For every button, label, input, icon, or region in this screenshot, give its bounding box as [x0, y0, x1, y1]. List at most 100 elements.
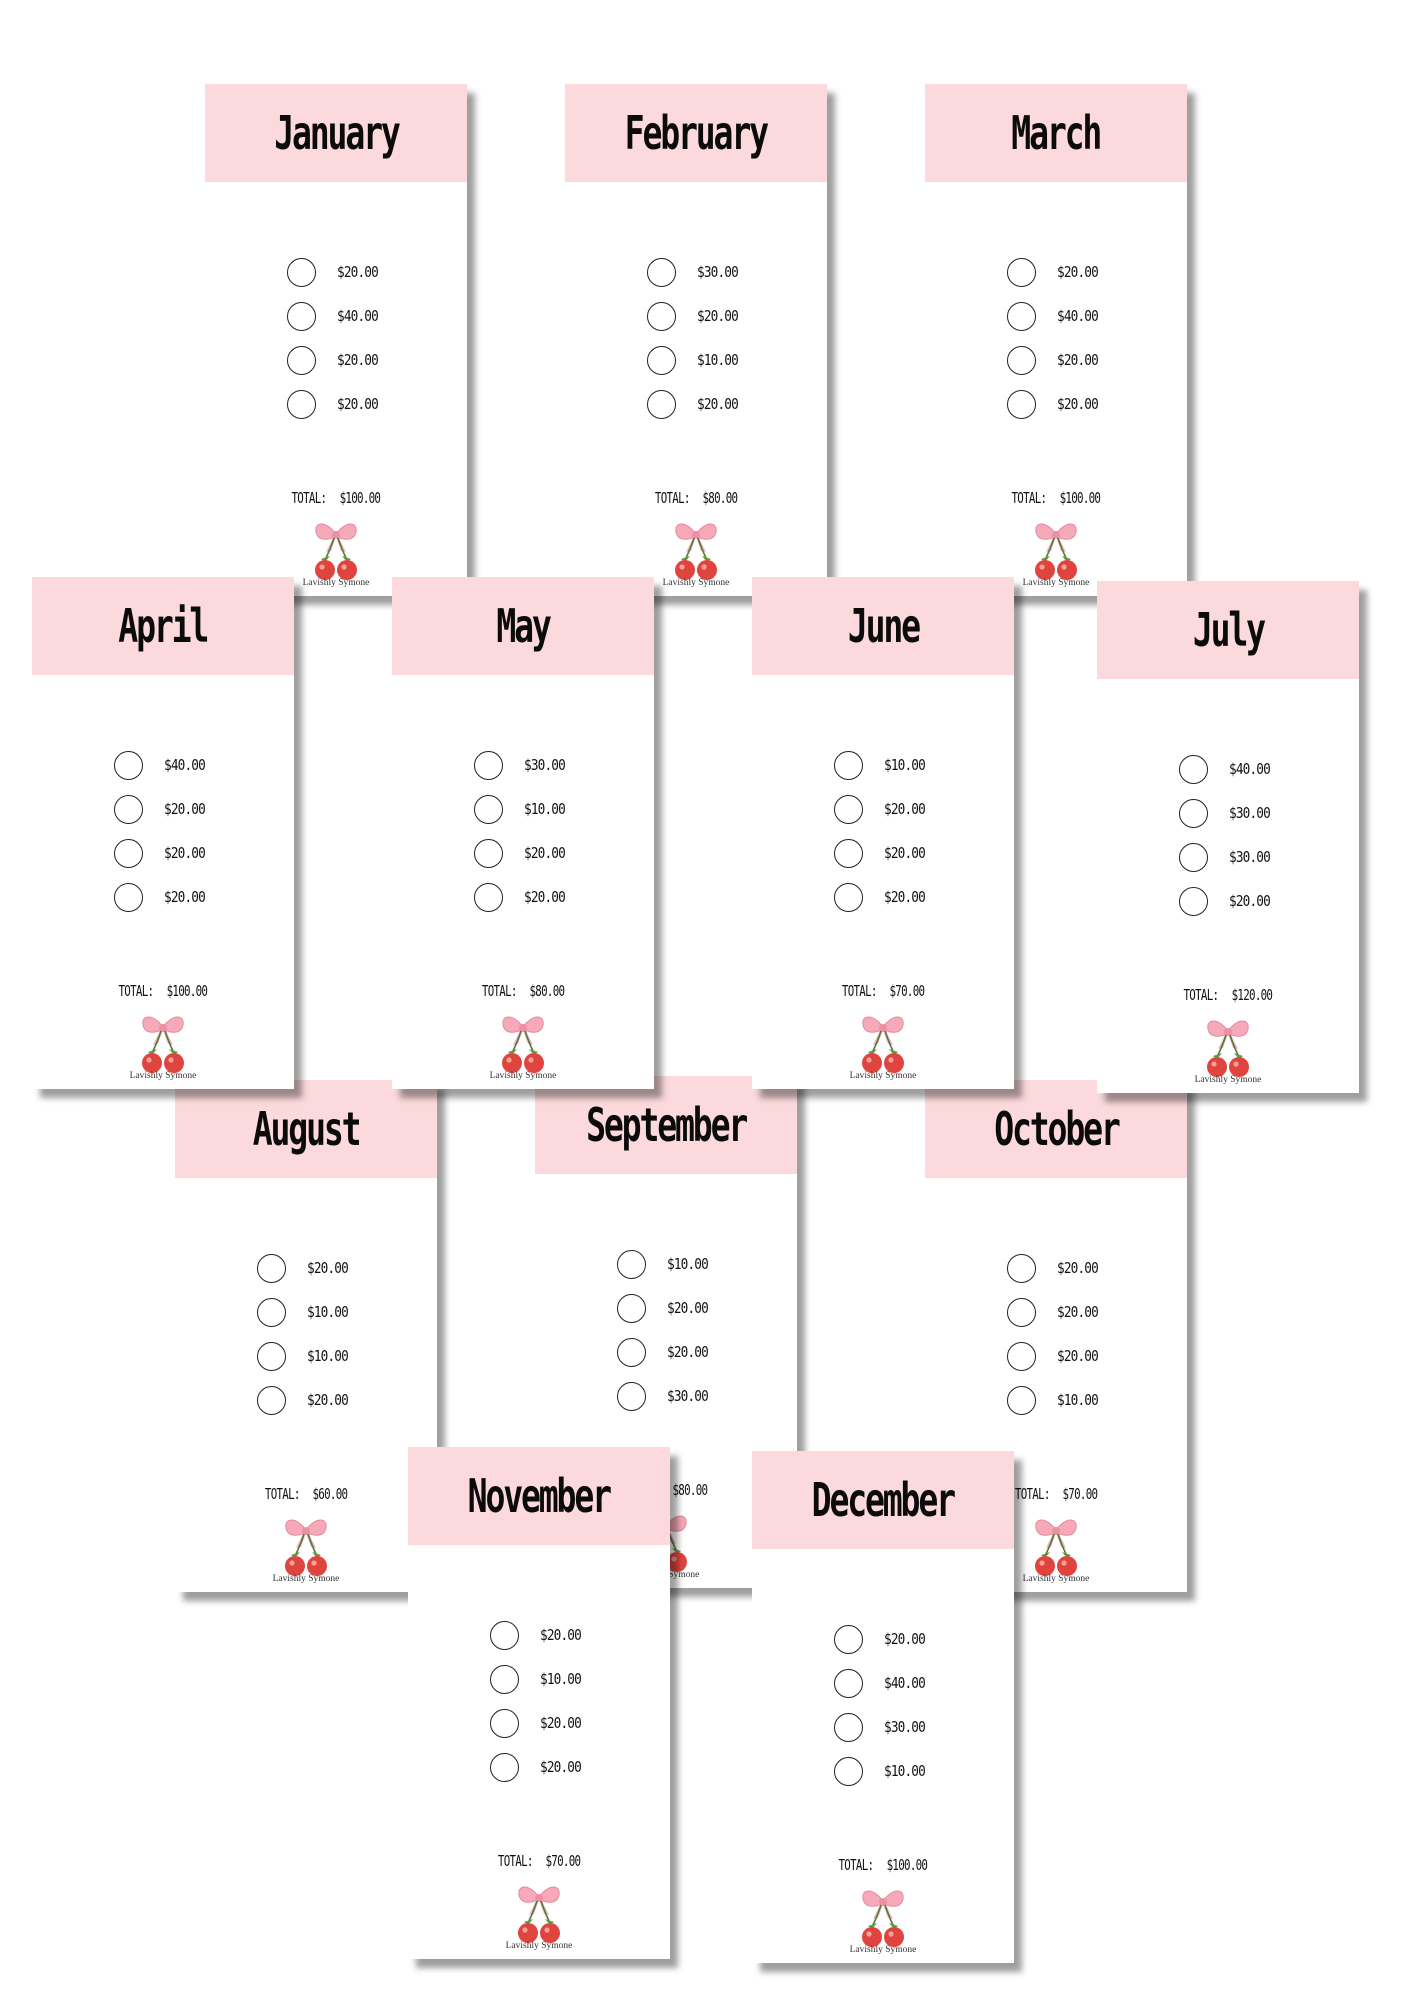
- bow-cherries-icon-wrap: [1030, 1512, 1082, 1578]
- checkbox-circle[interactable]: [834, 1712, 863, 1742]
- checkbox-circle[interactable]: [647, 389, 676, 419]
- total-line: TOTAL: $80.00: [392, 982, 654, 1000]
- amount-label: $20.00: [1057, 1259, 1099, 1277]
- checkbox-circle[interactable]: [1007, 301, 1036, 331]
- checkbox-circle[interactable]: [490, 1664, 519, 1694]
- checkbox-circle[interactable]: [114, 750, 143, 780]
- checkbox-circle[interactable]: [647, 257, 676, 287]
- checkbox-circle[interactable]: [287, 301, 316, 331]
- checkbox-circle[interactable]: [834, 1756, 863, 1786]
- checkbox-circle[interactable]: [1179, 886, 1208, 916]
- checkbox-circle[interactable]: [1007, 345, 1036, 375]
- bow-cherries-icon: [862, 1890, 904, 1947]
- checkbox-circle[interactable]: [474, 882, 503, 912]
- checkbox-circle[interactable]: [1007, 389, 1036, 419]
- savings-checklist: $40.00$30.00$30.00$20.00: [1179, 747, 1329, 923]
- savings-row: $20.00: [834, 875, 984, 919]
- savings-row: $20.00: [617, 1330, 767, 1374]
- checkbox-circle[interactable]: [617, 1293, 646, 1323]
- checkbox-circle[interactable]: [1007, 1297, 1036, 1327]
- checkbox-circle[interactable]: [114, 838, 143, 868]
- checkbox-circle[interactable]: [490, 1752, 519, 1782]
- savings-row: $10.00: [257, 1290, 407, 1334]
- amount-label: $20.00: [884, 844, 926, 862]
- amount-label: $40.00: [1229, 760, 1271, 778]
- checkbox-circle[interactable]: [647, 301, 676, 331]
- checkbox-circle[interactable]: [474, 794, 503, 824]
- checkbox-circle[interactable]: [834, 750, 863, 780]
- checkbox-circle[interactable]: [834, 1624, 863, 1654]
- amount-label: $30.00: [524, 756, 566, 774]
- total-line: TOTAL: $70.00: [408, 1852, 670, 1870]
- savings-row: $10.00: [834, 743, 984, 787]
- amount-label: $40.00: [1057, 307, 1099, 325]
- checkbox-circle[interactable]: [1007, 1253, 1036, 1283]
- total-value: $100.00: [886, 1856, 928, 1874]
- month-title: December: [811, 1473, 956, 1527]
- checkbox-circle[interactable]: [287, 257, 316, 287]
- amount-label: $20.00: [884, 888, 926, 906]
- amount-label: $10.00: [540, 1670, 582, 1688]
- checkbox-circle[interactable]: [1179, 842, 1208, 872]
- amount-label: $20.00: [307, 1259, 349, 1277]
- checkbox-circle[interactable]: [834, 794, 863, 824]
- checkbox-circle[interactable]: [1007, 257, 1036, 287]
- total-line: TOTAL: $100.00: [32, 982, 294, 1000]
- savings-checklist: $20.00$40.00$30.00$10.00: [834, 1617, 984, 1793]
- month-title: July: [1192, 603, 1265, 657]
- checkbox-circle[interactable]: [257, 1385, 286, 1415]
- checkbox-circle[interactable]: [617, 1381, 646, 1411]
- checkbox-circle[interactable]: [287, 389, 316, 419]
- bow-cherries-icon-wrap: [1202, 1013, 1254, 1079]
- bow-cherries-icon-wrap: [857, 1883, 909, 1949]
- checkbox-circle[interactable]: [490, 1620, 519, 1650]
- savings-checklist: $30.00$10.00$20.00$20.00: [474, 743, 624, 919]
- checkbox-circle[interactable]: [474, 750, 503, 780]
- checkbox-circle[interactable]: [1007, 1341, 1036, 1371]
- brand-label: Lavishly Symone: [662, 578, 730, 588]
- total-label: TOTAL:: [264, 1485, 301, 1503]
- amount-label: $10.00: [524, 800, 566, 818]
- checkbox-circle[interactable]: [287, 345, 316, 375]
- brand-label: Lavishly Symone: [849, 1071, 917, 1081]
- savings-row: $20.00: [647, 294, 797, 338]
- amount-label: $20.00: [164, 844, 206, 862]
- savings-row: $20.00: [474, 875, 624, 919]
- total-value: $100.00: [1059, 489, 1101, 507]
- checkbox-circle[interactable]: [474, 838, 503, 868]
- checkbox-circle[interactable]: [257, 1341, 286, 1371]
- amount-label: $10.00: [884, 756, 926, 774]
- checkbox-circle[interactable]: [834, 1668, 863, 1698]
- checkbox-circle[interactable]: [114, 882, 143, 912]
- checkbox-circle[interactable]: [1179, 754, 1208, 784]
- total-label: TOTAL:: [1014, 1485, 1051, 1503]
- checkbox-circle[interactable]: [647, 345, 676, 375]
- checkbox-circle[interactable]: [114, 794, 143, 824]
- bow-cherries-icon-wrap: [137, 1009, 189, 1075]
- amount-label: $20.00: [540, 1714, 582, 1732]
- amount-label: $10.00: [667, 1255, 709, 1273]
- checkbox-circle[interactable]: [1007, 1385, 1036, 1415]
- checkbox-circle[interactable]: [834, 882, 863, 912]
- checkbox-circle[interactable]: [834, 838, 863, 868]
- checkbox-circle[interactable]: [1179, 798, 1208, 828]
- checkbox-circle[interactable]: [257, 1253, 286, 1283]
- month-header: July: [1097, 581, 1359, 679]
- checkbox-circle[interactable]: [617, 1249, 646, 1279]
- checkbox-circle[interactable]: [617, 1337, 646, 1367]
- bow-cherries-icon: [315, 523, 357, 580]
- brand-label: Lavishly Symone: [1022, 1574, 1090, 1584]
- total-label: TOTAL:: [291, 489, 327, 507]
- savings-row: $10.00: [474, 787, 624, 831]
- savings-row: $10.00: [257, 1334, 407, 1378]
- amount-label: $20.00: [1057, 351, 1099, 369]
- brand-label: Lavishly Symone: [129, 1071, 197, 1081]
- savings-row: $20.00: [1007, 1290, 1157, 1334]
- checkbox-circle[interactable]: [490, 1708, 519, 1738]
- savings-checklist: $20.00$20.00$20.00$10.00: [1007, 1246, 1157, 1422]
- checkbox-circle[interactable]: [257, 1297, 286, 1327]
